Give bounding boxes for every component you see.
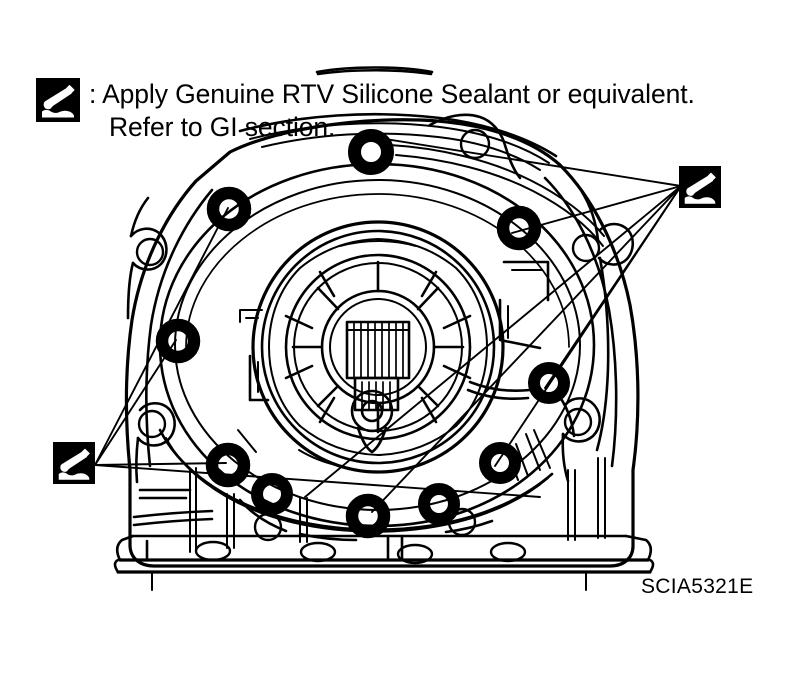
housing-outline bbox=[124, 118, 640, 568]
left-mounting-boss bbox=[126, 196, 176, 484]
splined-input-shaft bbox=[345, 320, 411, 454]
leader-lines-right bbox=[304, 134, 682, 513]
upper-cast-ribs bbox=[238, 66, 605, 247]
oil-pan-flange bbox=[113, 509, 655, 591]
sealant-applicator-icon bbox=[36, 78, 80, 122]
left-inner-webs bbox=[138, 467, 308, 553]
leader-lines-left bbox=[94, 207, 541, 498]
sealant-legend-text: : Apply Genuine RTV Silicone Sealant or … bbox=[89, 78, 695, 144]
left-cast-detail bbox=[237, 309, 270, 453]
sealant-icon-left bbox=[53, 442, 95, 484]
legend-line-1: : Apply Genuine RTV Silicone Sealant or … bbox=[89, 79, 695, 109]
sealant-legend: : Apply Genuine RTV Silicone Sealant or … bbox=[36, 78, 695, 144]
figure-id-label: SCIA5321E bbox=[641, 575, 754, 598]
sealant-icon-right bbox=[679, 166, 721, 208]
legend-line-2: Refer to GI section. bbox=[109, 112, 336, 142]
bolt-markers bbox=[155, 129, 570, 539]
converter-hub bbox=[251, 220, 505, 474]
